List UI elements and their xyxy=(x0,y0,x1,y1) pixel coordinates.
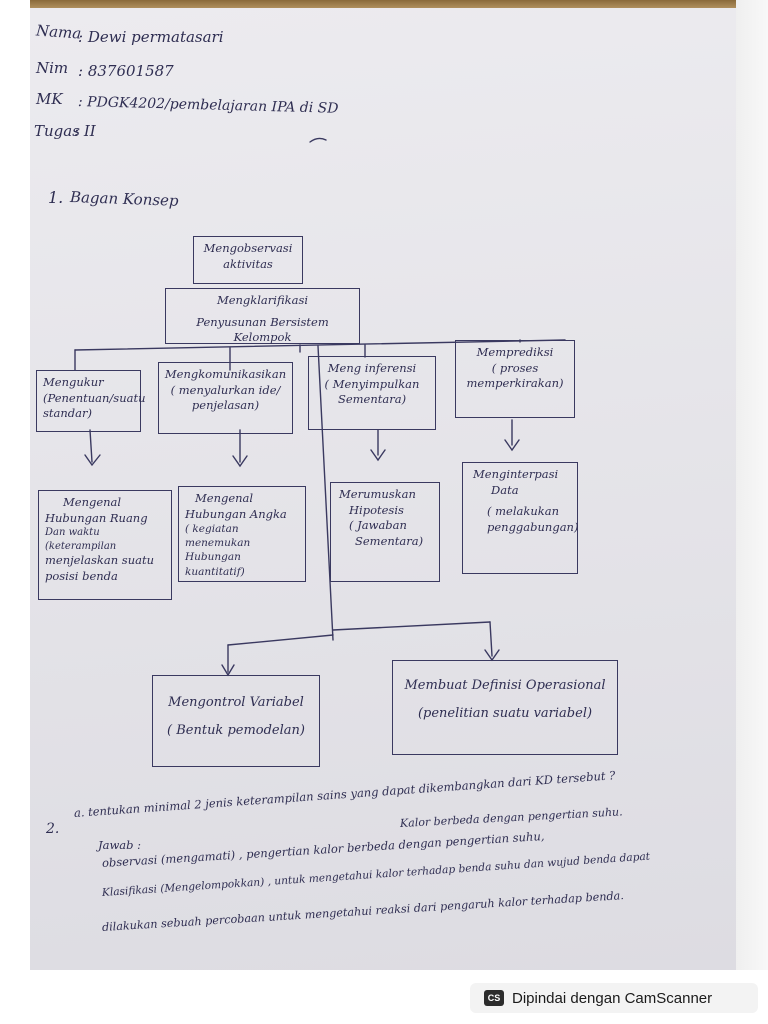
concept-box-prediksi: Memprediksi ( proses memperkirakan) xyxy=(455,340,575,418)
concept-text: Mengobservasi xyxy=(203,241,293,255)
concept-text: Memprediksi xyxy=(476,345,554,359)
concept-text: Hubungan Angka xyxy=(185,506,287,521)
concept-text: Penyusunan Bersistem Kelompok xyxy=(196,314,329,345)
concept-box-inferensi: Meng inferensi ( Menyimpulkan Sementara) xyxy=(308,356,436,430)
concept-text: Mengukur xyxy=(43,375,104,389)
concept-text: Data xyxy=(491,482,519,497)
concept-text: Hubungan Ruang xyxy=(45,510,148,525)
concept-text: (Penentuan/suatu xyxy=(43,390,146,405)
paper-sheet xyxy=(30,8,738,970)
name-label: Nama xyxy=(35,21,82,43)
camscanner-watermark: CS Dipindai dengan CamScanner xyxy=(470,983,758,1013)
camscanner-logo-icon: CS xyxy=(484,990,504,1006)
concept-text: memperkirakan) xyxy=(466,376,564,391)
concept-box-observasi: Mengobservasi aktivitas xyxy=(193,236,303,284)
concept-text: aktivitas xyxy=(223,256,273,271)
concept-text: Hubungan kuantitatif) xyxy=(185,551,245,578)
concept-box-definisi: Membuat Definisi Operasional (penelitian… xyxy=(392,660,618,755)
concept-text: Mengklarifikasi xyxy=(216,293,309,307)
concept-text: Mengenal xyxy=(63,495,122,509)
concept-text: Menginterpasi xyxy=(473,467,559,481)
concept-text: Meng inferensi xyxy=(327,361,417,375)
answer-label: Jawab : xyxy=(98,838,142,852)
concept-text: Hipotesis xyxy=(349,502,404,517)
concept-box-mengukur: Mengukur (Penentuan/suatu standar) xyxy=(36,370,146,432)
concept-text: posisi benda xyxy=(45,568,118,583)
concept-text: Mengkomunikasikan xyxy=(164,367,287,381)
concept-box-angka: Mengenal Hubungan Angka ( kegiatan menem… xyxy=(178,486,306,582)
concept-box-komunikasi: Mengkomunikasikan ( menyalurkan ide/ pen… xyxy=(158,362,293,434)
concept-box-klasifikasi: Mengklarifikasi Penyusunan Bersistem Kel… xyxy=(165,288,360,344)
concept-text: ( melakukan xyxy=(487,504,559,519)
concept-text: ( Menyimpulkan xyxy=(324,376,420,391)
concept-text: menjelaskan suatu xyxy=(45,553,155,568)
photo-right-edge xyxy=(736,0,768,970)
concept-box-variabel: Mengontrol Variabel ( Bentuk pemodelan) xyxy=(152,675,320,767)
tugas-value: : II xyxy=(74,122,96,140)
concept-text: (penelitian suatu variabel) xyxy=(417,705,593,721)
concept-box-ruang-waktu: Mengenal Hubungan Ruang Dan waktu (keter… xyxy=(38,490,172,600)
concept-box-hipotesis: Merumuskan Hipotesis ( Jawaban Sementara… xyxy=(330,482,440,582)
concept-text: Mengontrol Variabel xyxy=(168,695,304,710)
concept-box-interpretasi: Menginterpasi Data ( melakukan penggabun… xyxy=(462,462,578,574)
name-value: : Dewi permatasari xyxy=(78,28,224,46)
concept-text: Dan waktu (keterampilan xyxy=(45,527,117,552)
mk-label: MK xyxy=(36,90,63,108)
section2-number: 2. xyxy=(46,821,60,837)
section1-title: Bagan Konsep xyxy=(69,188,179,210)
concept-text: ( kegiatan menemukan xyxy=(185,523,251,550)
concept-text: Merumuskan xyxy=(339,487,416,501)
concept-text: Mengenal xyxy=(195,491,254,505)
tugas-label: Tugas xyxy=(34,122,80,140)
concept-text: penggabungan) xyxy=(487,519,579,534)
concept-text: Sementara) xyxy=(355,533,424,548)
concept-text: standar) xyxy=(43,406,92,421)
nim-label: Nim xyxy=(36,59,69,77)
concept-text: Sementara) xyxy=(337,392,407,407)
concept-text: ( proses xyxy=(491,360,539,375)
concept-text: ( Jawaban xyxy=(349,518,407,533)
camscanner-text: Dipindai dengan CamScanner xyxy=(512,989,713,1007)
nim-value: : 837601587 xyxy=(78,62,174,80)
concept-text: Membuat Definisi Operasional xyxy=(404,678,606,693)
concept-text: ( Bentuk pemodelan) xyxy=(167,722,305,738)
photo-top-edge xyxy=(30,0,738,10)
concept-text: ( menyalurkan ide/ xyxy=(170,382,281,397)
section1-number: 1. xyxy=(48,188,64,207)
concept-text: penjelasan) xyxy=(191,398,260,413)
